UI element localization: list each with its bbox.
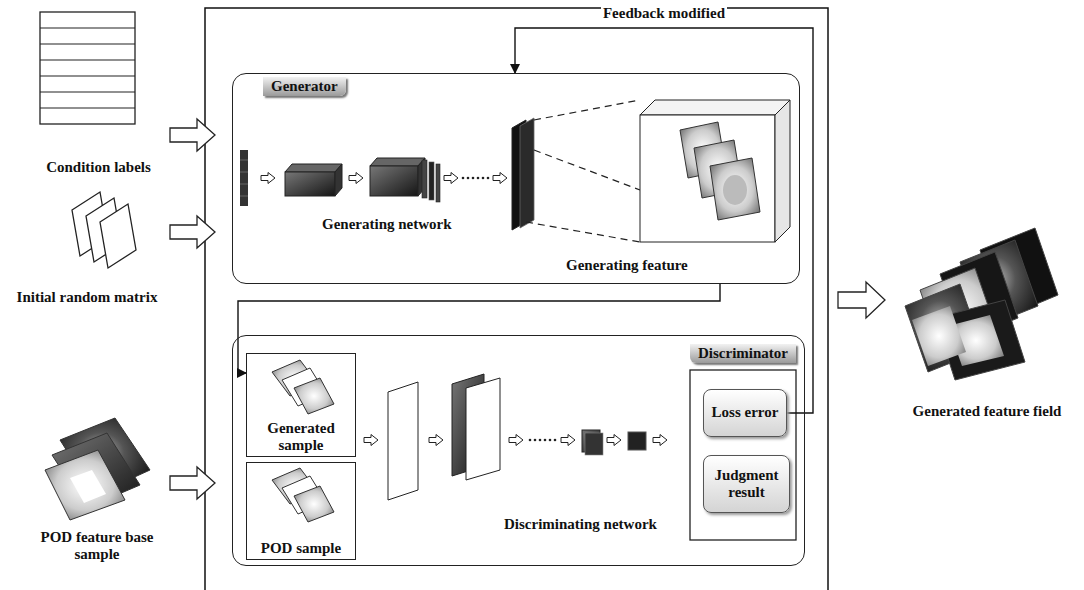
block-arrow [170,119,215,151]
input-item: Initial random matrix [5,188,169,308]
connector-line [515,28,813,413]
node-label: POD feature base sample [25,529,169,564]
tab-heading: Discriminator [690,344,796,363]
output-item: Generated feature field [890,222,1084,422]
generator-box: Generator [232,73,800,284]
input-item: POD feature base sample [25,415,169,565]
sample-box: POD sample [246,462,356,560]
node-label: POD sample [247,540,355,557]
connector-line [238,284,720,373]
result-box: Judgment result [703,455,790,513]
node-label: Condition labels [28,159,169,176]
block-arrow [170,467,215,499]
sample-box: Generated sample [246,353,356,457]
node-label: Loss error [712,404,779,421]
node-label: Initial random matrix [5,289,169,306]
tab-heading: Generator [263,77,346,96]
node-label: Generated feature field [890,403,1084,420]
node-label: Judgment result [704,467,789,502]
edge-label: Feedback modified [601,5,727,22]
input-item: Condition labels [28,8,169,178]
part-label: Generating network [322,216,452,233]
part-label: Discriminating network [504,516,657,533]
node-label: Generated sample [247,420,355,455]
block-arrow [170,216,215,248]
result-box: Loss error [703,389,787,437]
part-label: Generating feature [566,257,688,274]
